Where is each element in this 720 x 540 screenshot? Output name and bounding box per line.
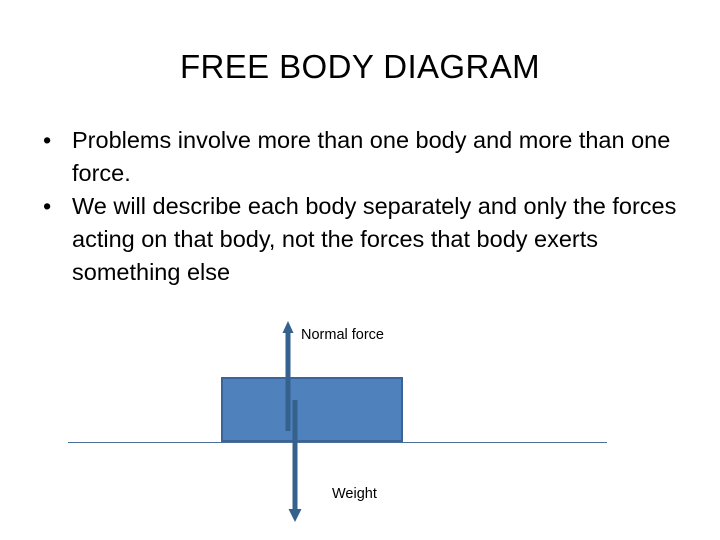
body-block — [221, 377, 403, 442]
normal-force-label: Normal force — [301, 327, 384, 343]
list-item: • We will describe each body separately … — [30, 190, 690, 289]
list-item: • Problems involve more than one body an… — [30, 124, 690, 190]
bullet-text: We will describe each body separately an… — [72, 193, 677, 285]
bullet-list: • Problems involve more than one body an… — [30, 124, 690, 289]
bullet-text: Problems involve more than one body and … — [72, 127, 671, 186]
weight-force-arrow-icon — [288, 400, 302, 522]
weight-force-label: Weight — [332, 486, 377, 502]
bullet-marker-icon: • — [43, 127, 52, 153]
normal-force-arrow-icon — [282, 321, 294, 431]
page-title: FREE BODY DIAGRAM — [179, 48, 541, 85]
bullet-marker-icon: • — [43, 193, 52, 219]
ground-surface-line — [68, 442, 607, 443]
